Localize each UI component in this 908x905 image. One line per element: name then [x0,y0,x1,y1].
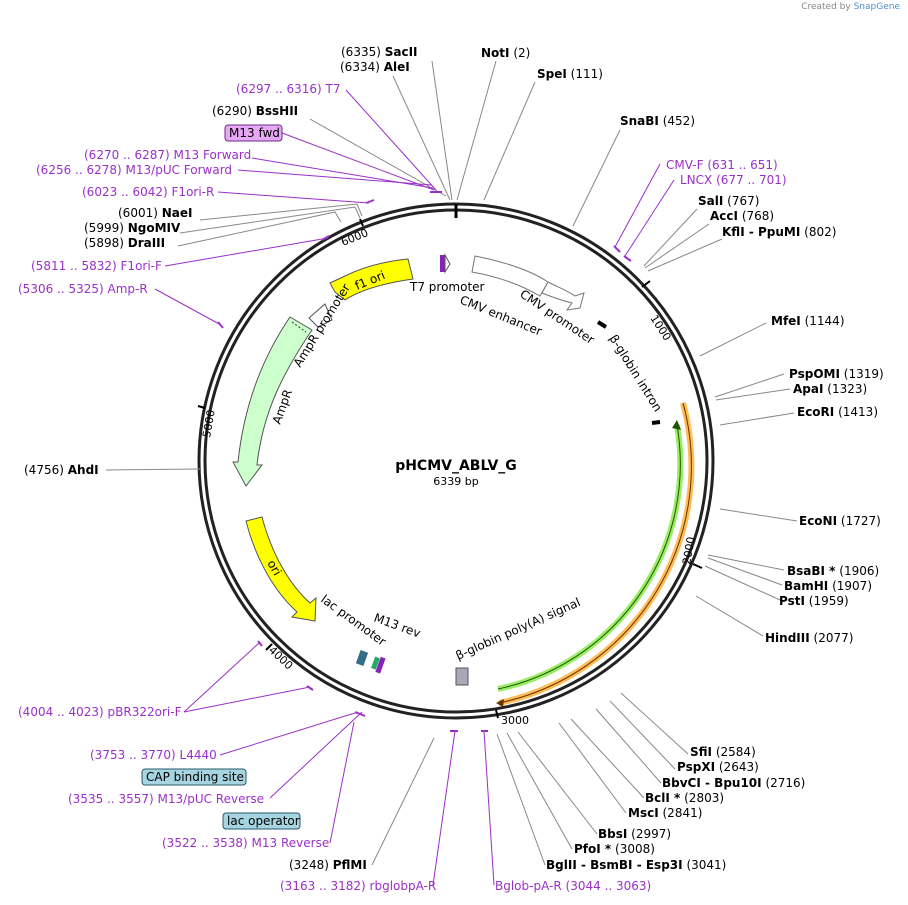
orf-green-arc [497,424,684,692]
lac-box-purple [375,656,386,674]
site-msci: MscI (2841) [628,806,702,820]
plasmid-length: 6339 bp [433,475,478,488]
primer-bglob-pa-r: Bglob-pA-R (3044 .. 3063) [495,879,651,893]
primer-l4440: (3753 .. 3770) L4440 [90,748,217,762]
primer-pbr322ori-f: (4004 .. 4023) pBR322ori-F [18,705,182,719]
primer-f1ori-f: (5811 .. 5832) F1ori-F [31,259,162,273]
m13-fwd-label: M13 fwd [229,126,280,140]
site-bsshii: (6290) BssHII [212,104,298,118]
primer-t7: (6297 .. 6316) T7 [236,82,341,96]
cap-box [141,768,247,786]
lac-box-teal [355,650,369,666]
primer-f1ori-r: (6023 .. 6042) F1ori-R [82,185,214,199]
cmv-promoter-arrow [541,281,585,311]
primer-labels: (6297 .. 6316) T7 (6270 .. 6287) M13 For… [18,82,787,893]
lac-operator-label: lac operator [227,814,300,828]
site-bbsi: BbsI (2997) [598,827,671,841]
site-naei: (6001) NaeI [118,206,192,220]
tick-4000: 4000 [266,644,295,673]
site-noti: NotI (2) [481,46,530,60]
site-ngomiv: (5999) NgoMIV [84,221,181,235]
intron-marker-1 [596,320,608,329]
enzyme-labels: (6335) SacII (6334) AleI NotI (2) SpeI (… [24,45,884,872]
site-ahdi: (4756) AhdI [24,463,99,477]
site-pfoi: PfoI * (3008) [574,842,655,856]
cmv-enhancer-arrow [471,255,549,297]
label-ori: ori [264,558,284,579]
site-draiii: (5898) DraIII [84,236,165,250]
primer-leaders [154,89,675,886]
site-bglii-bsmbi-esp3i: BglII - BsmBI - Esp3I (3041) [546,858,726,872]
primer-m13-puc-reverse: (3535 .. 3557) M13/pUC Reverse [68,792,264,806]
lac-operator-box [222,812,301,830]
primer-cmv-f: CMV-F (631 .. 651) [666,158,778,172]
boxed-labels: M13 fwd CAP binding site lac operator [141,124,301,830]
site-mfei: MfeI (1144) [771,314,845,328]
cap-label: CAP binding site [146,770,244,784]
site-bcli: BclI * (2803) [645,791,724,805]
site-snabi: SnaBI (452) [620,114,695,128]
site-hindiii: HindIII (2077) [765,631,853,645]
site-sacii: (6335) SacII [341,45,418,59]
primer-m13-reverse: (3522 .. 3538) M13 Reverse [162,836,329,850]
site-acci: AccI (768) [710,209,774,223]
site-psti: PstI (1959) [779,594,849,608]
ampr-promoter-arrow [308,303,333,328]
f1-ori-arrow [329,258,414,301]
site-sali: SalI (767) [698,194,759,208]
primer-m13-forward: (6270 .. 6287) M13 Forward [84,148,251,162]
ori-arrow [245,516,317,622]
tick-2000: 2000 [680,536,698,566]
snapgene-logo: SnapGene [853,2,900,12]
site-sfii: SfiI (2584) [690,745,756,759]
site-bbvci-bpu10i: BbvCI - Bpu10I (2716) [662,776,805,790]
site-bsabi: BsaBI * (1906) [787,564,879,578]
primer-marks [217,191,632,732]
lac-box-green [371,656,380,670]
t7-promoter-block [440,255,445,272]
t7-promoter-arrow [444,253,451,274]
site-pflmi: (3248) PflMI [289,858,367,872]
site-kfli-ppumi: KflI - PpuMI (802) [722,225,836,239]
enzyme-leaders [105,60,798,866]
label-polya-signal: β-globin poly(A) signal [454,595,583,663]
tick-3000: 3000 [501,714,529,727]
primer-lncx: LNCX (677 .. 701) [680,173,787,187]
label-t7-promoter: T7 promoter [409,280,485,294]
label-bglobin-intron: β-globin intron [606,332,664,414]
site-alei: (6334) AleI [340,60,410,74]
tick-5000: 5000 [200,409,218,439]
intron-marker-2 [651,420,661,425]
snapgene-credit: Created by SnapGene [801,2,900,12]
polya-box [455,667,469,686]
primer-rbglobpa-r: (3163 .. 3182) rbglobpA-R [280,879,436,893]
primer-amp-r: (5306 .. 5325) Amp-R [18,282,148,296]
plasmid-name: pHCMV_ABLV_G [395,458,517,474]
site-bamhi: BamHI (1907) [784,579,872,593]
site-spei: SpeI (111) [537,67,603,81]
primer-m13-puc-forward: (6256 .. 6278) M13/pUC Forward [36,163,232,177]
features [232,253,695,707]
site-pspomi: PspOMI (1319) [789,367,884,381]
site-pspxi: PspXI (2643) [677,760,759,774]
ampr-arrow [232,316,313,487]
site-ecori: EcoRI (1413) [797,405,878,419]
m13-fwd-box [224,124,283,142]
site-econi: EcoNI (1727) [799,514,881,528]
site-apai: ApaI (1323) [793,382,867,396]
